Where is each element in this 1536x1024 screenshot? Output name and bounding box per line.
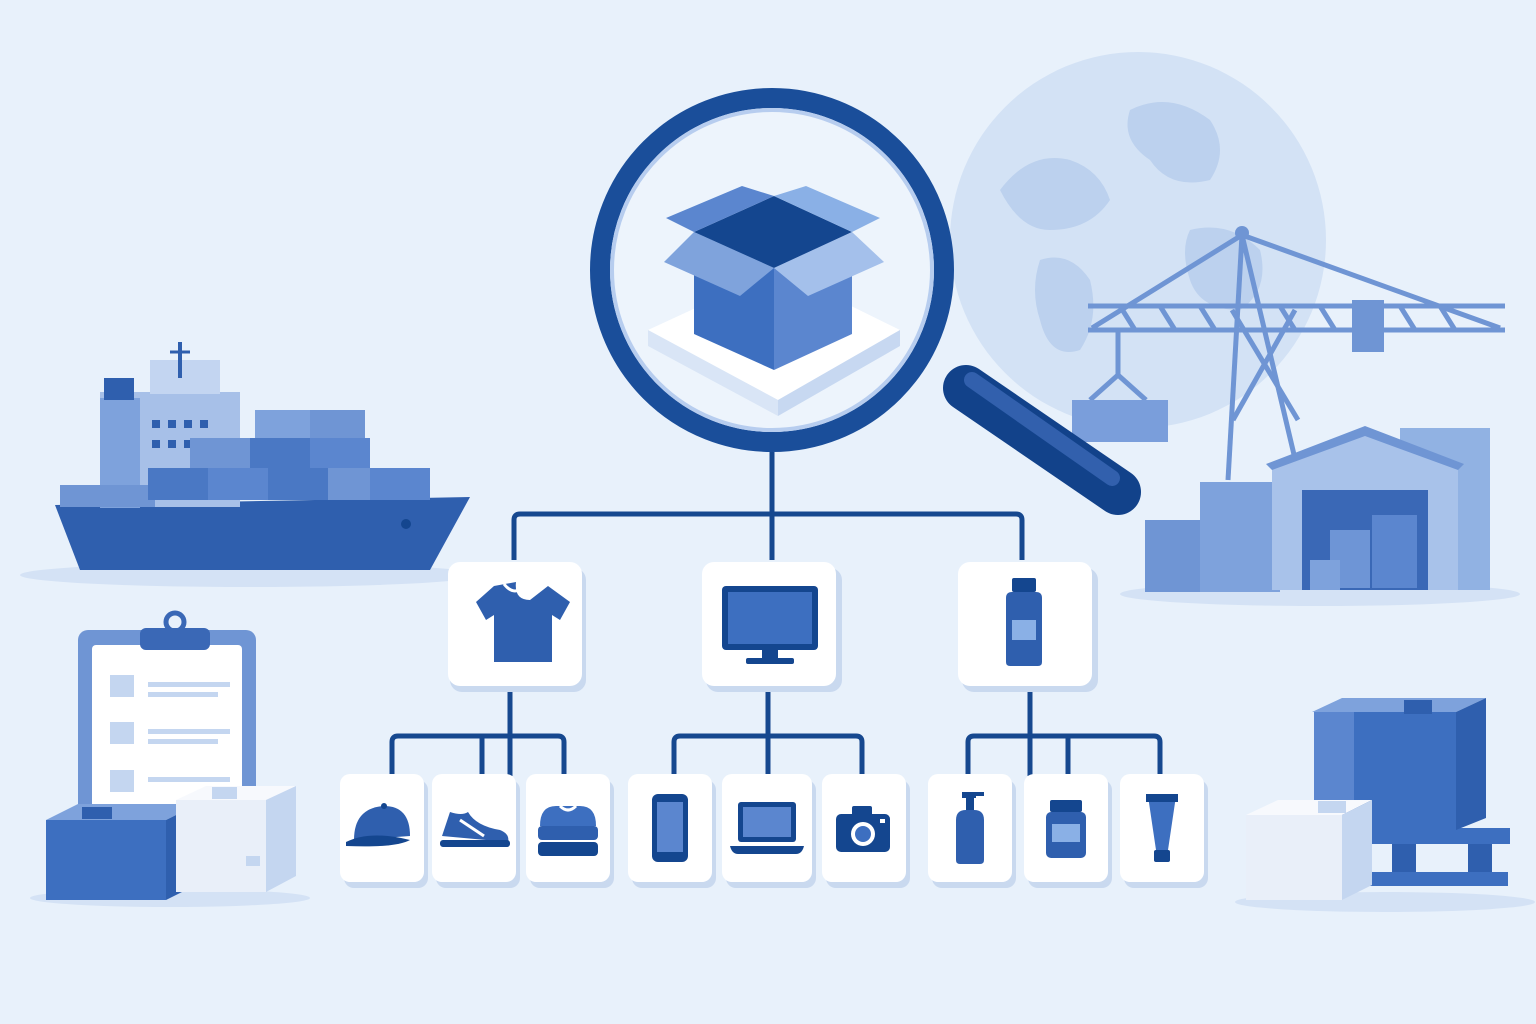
port-crane-icon xyxy=(1088,232,1505,481)
globe-icon xyxy=(950,52,1326,428)
tube-icon xyxy=(1146,794,1178,862)
item-tile-tube[interactable] xyxy=(1120,774,1208,888)
category-tile-electronics[interactable] xyxy=(702,562,842,692)
t-shirt-icon xyxy=(476,582,570,662)
cap-icon xyxy=(346,803,410,847)
smartphone-icon xyxy=(652,794,688,862)
category-tile-apparel[interactable] xyxy=(448,562,586,692)
cardboard-boxes-icon xyxy=(30,786,310,907)
pump-bottle-icon xyxy=(956,792,984,864)
jar-icon xyxy=(1046,800,1086,858)
item-tile-folded-clothes[interactable] xyxy=(526,774,614,888)
root-node[interactable] xyxy=(648,186,900,416)
hanging-container xyxy=(1072,400,1168,442)
sneaker-icon xyxy=(440,812,510,847)
connector-lines xyxy=(389,452,1163,776)
medicine-bottle-icon xyxy=(1006,578,1042,666)
pallet-boxes-icon xyxy=(1235,698,1535,912)
camera-icon xyxy=(836,806,890,852)
item-tile-laptop[interactable] xyxy=(722,774,816,888)
laptop-icon xyxy=(730,802,804,854)
warehouse-icon xyxy=(1120,426,1520,606)
monitor-icon xyxy=(722,586,818,664)
item-tile-sneaker[interactable] xyxy=(432,774,520,888)
item-tile-cap[interactable] xyxy=(340,774,428,888)
folded-clothes-icon xyxy=(538,804,598,856)
item-tile-jar[interactable] xyxy=(1024,774,1112,888)
category-tile-health[interactable] xyxy=(958,562,1098,692)
item-tile-smartphone[interactable] xyxy=(628,774,716,888)
item-tile-camera[interactable] xyxy=(822,774,910,888)
item-tile-pump-bottle[interactable] xyxy=(928,774,1016,888)
cargo-ship-icon xyxy=(20,342,480,587)
open-box-icon xyxy=(664,186,884,370)
